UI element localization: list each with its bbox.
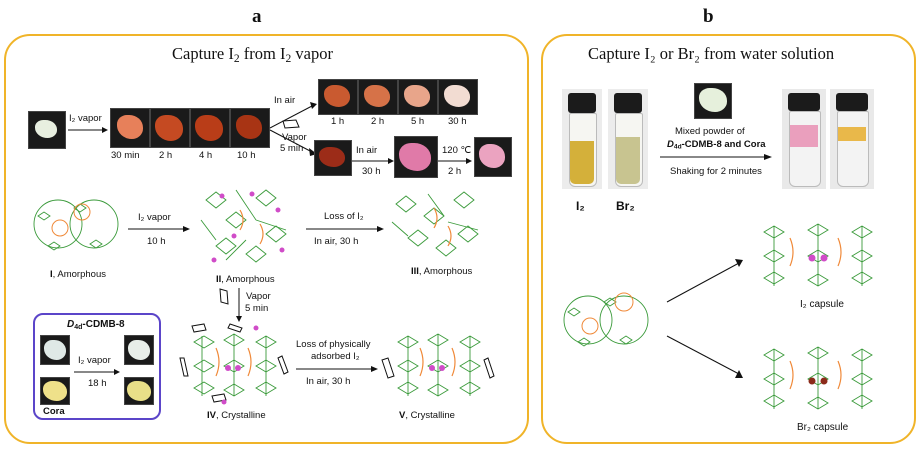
top-arrow-label: I₂ vapor <box>69 113 102 124</box>
air-time-2h: 2 h <box>371 116 385 127</box>
arrow3 <box>296 366 378 372</box>
molecule-mixed <box>563 292 649 347</box>
air-time-1h: 1 h <box>331 116 345 127</box>
molecule-state-IV <box>179 323 289 405</box>
cdmb-photo-before <box>40 335 70 365</box>
vapor-down-label: Vapor <box>246 291 271 302</box>
molecule-state-V <box>381 333 495 397</box>
heat-label: 120 ℃ <box>442 145 472 156</box>
panel-b <box>541 34 916 444</box>
arrow3-line1: Loss of physically <box>296 339 371 350</box>
vial-I2-photo <box>562 89 602 189</box>
molecule-Br2-capsule <box>763 346 873 410</box>
state-IV-label: IV, Crystalline <box>207 410 266 421</box>
powder-photo-heated <box>474 137 512 177</box>
heat-time: 2 h <box>448 166 462 177</box>
time-label-4h: 4 h <box>199 150 213 161</box>
powder-photo-2h <box>150 108 190 148</box>
vapor-time-top: 5 min <box>280 143 304 154</box>
mixed-powder-photo <box>694 83 732 119</box>
arrow2-label: Loss of I₂ <box>324 211 364 222</box>
state-V-label: V, Crystalline <box>399 410 455 421</box>
b-arrow-line2: D4d-CDMB-8 and Cora <box>667 139 766 151</box>
molecule-state-I <box>33 199 119 251</box>
capsule-label-I2: I₂ capsule <box>800 299 844 310</box>
box-cora-label: Cora <box>43 406 65 417</box>
vial-after-I2-photo <box>782 89 826 189</box>
powder-photo-air-2h <box>358 79 398 115</box>
powder-photo-air-5h <box>398 79 438 115</box>
branch-arrow-down <box>666 335 743 378</box>
film-icon-down <box>219 288 229 305</box>
powder-photo-pink <box>394 136 438 178</box>
molecule-I2-capsule <box>763 223 873 287</box>
box-arrow <box>74 369 120 375</box>
state-I-label: I, Amorphous <box>50 269 106 280</box>
heat-arrow <box>438 158 472 164</box>
top-arrow <box>68 127 108 133</box>
cora-photo-after <box>124 377 154 405</box>
powder-photo-initial <box>28 111 66 149</box>
state-III-label: III, Amorphous <box>411 266 473 277</box>
arrow3-time: In air, 30 h <box>306 376 351 387</box>
panel-b-title: Capture I₂ or Br₂ from water solution <box>588 44 835 63</box>
arrow1 <box>128 226 190 232</box>
panel-a-letter: a <box>252 6 262 27</box>
time-label-30min: 30 min <box>111 150 140 161</box>
panel-b-letter: b <box>703 6 714 27</box>
capsule-label-Br2: Br₂ capsule <box>797 422 849 433</box>
powder-photo-30min <box>110 108 150 148</box>
vapor-label-top: Vapor <box>282 132 307 143</box>
vial-label-I2: I₂ <box>576 199 585 213</box>
branch-arrow-up <box>666 259 743 303</box>
air-time-30h: 30 h <box>448 116 467 127</box>
in-air2-arrow <box>352 158 394 164</box>
molecule-state-II <box>200 189 287 263</box>
b-main-arrow <box>660 154 772 160</box>
time-label-2h: 2 h <box>159 150 173 161</box>
time-label-10h: 10 h <box>237 150 256 161</box>
arrow1-time: 10 h <box>147 236 166 247</box>
powder-photo-4h <box>190 108 230 148</box>
powder-photo-air-30h <box>438 79 478 115</box>
box-title: D4d-CDMB-8 <box>67 319 125 331</box>
powder-photo-air-1h <box>318 79 358 115</box>
b-arrow-line3: Shaking for 2 minutes <box>670 166 762 177</box>
powder-photo-10h <box>230 108 270 148</box>
arrow3-line2: adsorbed I₂ <box>311 351 360 362</box>
vial-label-Br2: Br₂ <box>616 199 635 213</box>
in-air2-label: In air <box>356 145 378 156</box>
box-arrow-time: 18 h <box>88 378 107 389</box>
vapor-down-arrow <box>236 288 242 322</box>
film-icon <box>282 119 300 129</box>
box-arrow-label: I₂ vapor <box>78 355 111 366</box>
b-arrow-line1: Mixed powder of <box>675 126 745 137</box>
panel-a-title: Capture I2 from I2 vapor <box>172 44 333 65</box>
vial-after-Br2-photo <box>830 89 874 189</box>
air-time-5h: 5 h <box>411 116 425 127</box>
branch-arrows <box>269 102 317 156</box>
cdmb-photo-after <box>124 335 154 365</box>
arrow2-time: In air, 30 h <box>314 236 359 247</box>
arrow2 <box>306 226 384 232</box>
molecule-state-III <box>391 191 479 257</box>
panel-a <box>4 34 529 444</box>
powder-photo-vapor <box>314 140 352 176</box>
arrow1-label: I₂ vapor <box>138 212 171 223</box>
state-II-label: II, Amorphous <box>216 274 275 285</box>
reference-box <box>33 313 161 420</box>
cora-photo-before <box>40 377 70 405</box>
in-air-label: In air <box>274 95 296 106</box>
vapor-down-time: 5 min <box>245 303 269 314</box>
vial-Br2-photo <box>608 89 648 189</box>
in-air2-time: 30 h <box>362 166 381 177</box>
